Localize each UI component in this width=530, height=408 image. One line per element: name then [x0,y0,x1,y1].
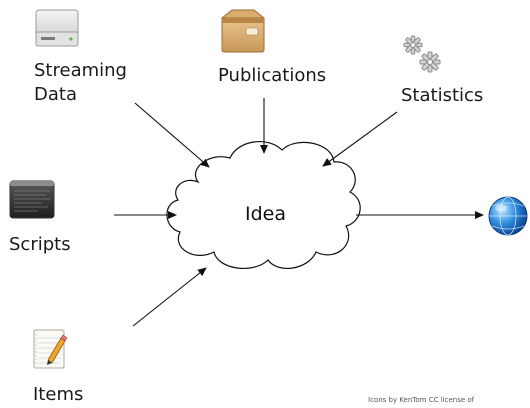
streaming-data-label-line2: Data [34,84,77,105]
streaming-data-label-line1: Streaming [34,60,127,81]
hard-drive-icon [35,9,79,47]
arrow-items-to-idea [132,267,207,327]
notepad-pencil-icon [33,329,68,369]
globe-icon [488,196,528,236]
arrow-statistics-to-idea [322,111,398,167]
icon-credit: Icons by KenTom CC license of [368,396,475,404]
idea-label: Idea [245,203,286,225]
arrow-streaming-to-idea [134,102,210,168]
cardboard-box-icon [220,9,266,53]
items-label: Items [33,384,84,405]
statistics-label: Statistics [401,85,484,106]
cloud-icon [166,141,361,269]
scripts-label: Scripts [9,234,71,255]
publications-label: Publications [218,65,327,86]
terminal-icon [9,180,55,219]
gears-icon [403,35,441,73]
